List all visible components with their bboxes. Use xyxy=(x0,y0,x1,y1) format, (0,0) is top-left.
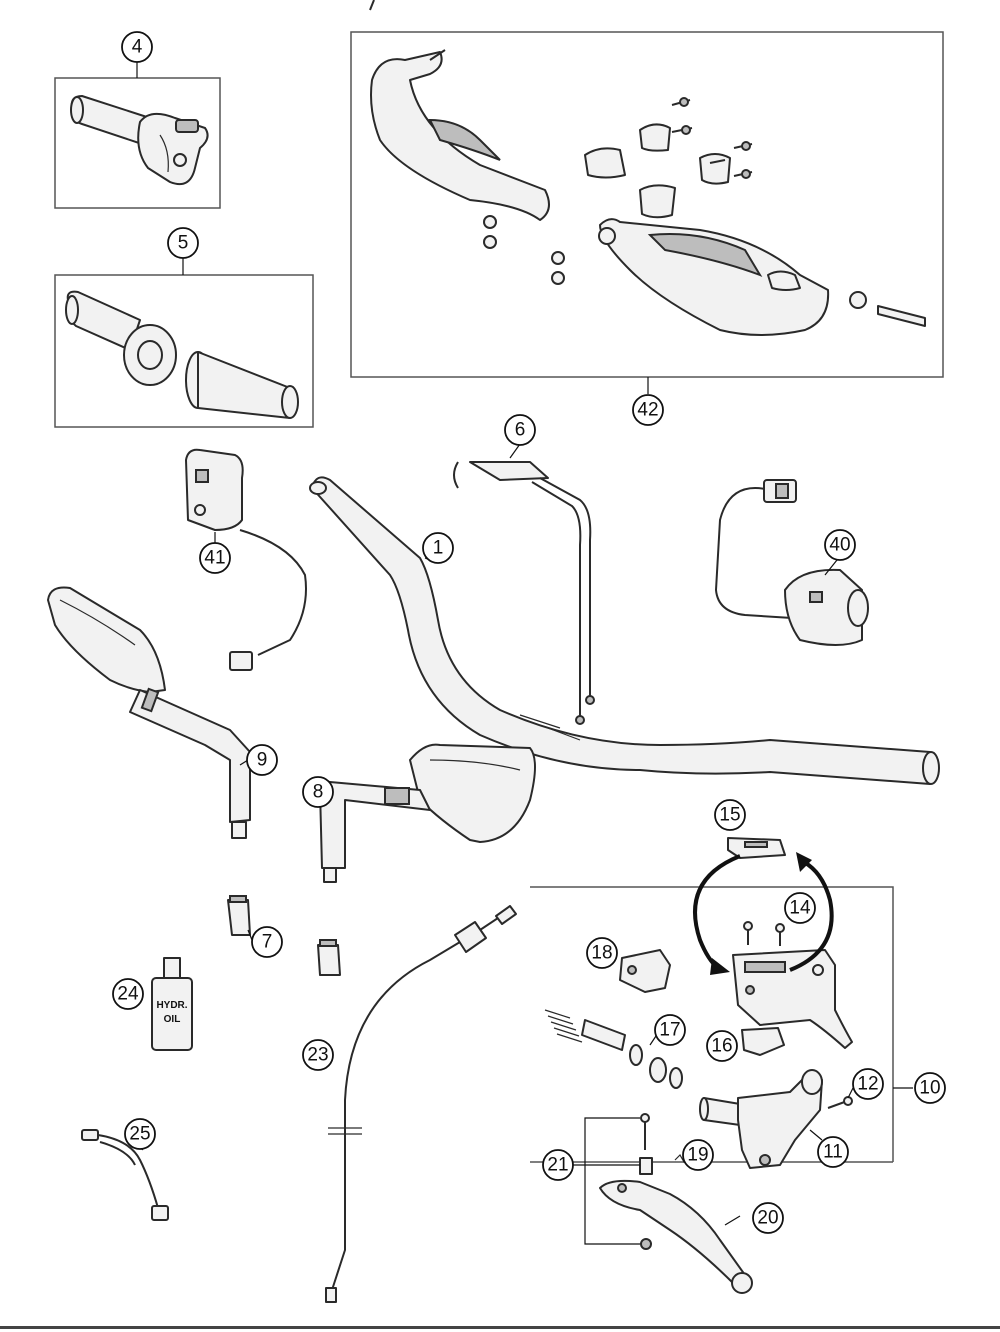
part-5-frame xyxy=(54,274,314,428)
callout-1: 1 xyxy=(422,532,454,564)
callout-40: 40 xyxy=(824,529,856,561)
callout-11-text: 11 xyxy=(823,1142,843,1163)
callout-24: 24 xyxy=(112,978,144,1010)
callout-14-text: 14 xyxy=(789,898,811,919)
callout-21: 21 xyxy=(542,1149,574,1181)
callout-11: 11 xyxy=(817,1136,849,1168)
part-5-grips-group xyxy=(54,258,314,428)
callout-12-text: 12 xyxy=(857,1074,878,1095)
callout-9-text: 9 xyxy=(257,750,268,771)
callout-40-text: 40 xyxy=(829,535,850,556)
part-42-handguard-group xyxy=(350,31,944,394)
part-42-bolts xyxy=(671,97,753,179)
callout-7: 7 xyxy=(251,926,283,958)
callout-18: 18 xyxy=(586,937,618,969)
callout-42-text: 42 xyxy=(637,400,658,421)
part-42-right-handguard xyxy=(598,218,830,336)
part-20-clutch-lever xyxy=(599,1179,753,1294)
callout-20-text: 20 xyxy=(757,1208,778,1229)
part-8-right-mirror xyxy=(319,743,536,883)
callout-5-text: 5 xyxy=(178,233,189,254)
callout-6-text: 6 xyxy=(515,420,526,441)
callout-6: 6 xyxy=(504,414,536,446)
part-4-throttle-grip xyxy=(70,95,209,186)
part-10-master-cylinder-assembly xyxy=(732,949,853,1049)
callout-10: 10 xyxy=(914,1072,946,1104)
callout-25: 25 xyxy=(124,1118,156,1150)
part-4-throttle-grip-group xyxy=(54,62,221,209)
part-11-lever-housing xyxy=(699,1069,823,1169)
callout-1-text: 1 xyxy=(433,538,444,559)
part-6-throttle-cables xyxy=(453,443,595,725)
callout-5: 5 xyxy=(167,227,199,259)
part-25-sensor-cable xyxy=(81,1129,169,1221)
part-21-pivot-bolt-bush-nut xyxy=(584,1113,653,1250)
callout-14: 14 xyxy=(784,892,816,924)
part-17-piston-and-seals xyxy=(544,1009,683,1089)
part-12-screw xyxy=(827,1096,853,1109)
part-42-left-handguard xyxy=(370,49,550,221)
callout-23: 23 xyxy=(302,1039,334,1071)
callout-7-text: 7 xyxy=(262,932,273,953)
exchange-arrow-right xyxy=(789,858,834,972)
part-14-screws xyxy=(743,921,785,946)
part-42-frame xyxy=(350,31,944,378)
part-1-handlebar xyxy=(309,476,940,785)
callout-41-text: 41 xyxy=(204,548,225,569)
callout-4-text: 4 xyxy=(132,37,143,58)
bottom-border xyxy=(0,1326,1000,1329)
arrow-head-right xyxy=(796,852,812,872)
callout-10-text: 10 xyxy=(919,1078,940,1099)
part-23-clutch-cable xyxy=(325,905,517,1303)
callout-20: 20 xyxy=(752,1202,784,1234)
callout-19: 19 xyxy=(682,1139,714,1171)
part-5-right-grip xyxy=(185,351,299,419)
callout-15: 15 xyxy=(714,799,746,831)
part-15-reservoir-cover xyxy=(727,837,786,859)
callout-8-text: 8 xyxy=(313,782,324,803)
part-16-bracket xyxy=(741,1027,785,1056)
part-9-left-mirror xyxy=(47,586,251,839)
arrow-head-left xyxy=(710,958,730,975)
part-42-nuts xyxy=(483,215,926,327)
callout-17-text: 17 xyxy=(659,1020,680,1041)
part-42-clamps xyxy=(584,123,731,219)
part-6-leader xyxy=(509,443,521,459)
callout-18-text: 18 xyxy=(591,943,612,964)
part-7-bar-ends xyxy=(227,895,341,976)
callout-17: 17 xyxy=(654,1014,686,1046)
callout-9: 9 xyxy=(246,744,278,776)
part-41-handlebar-switch xyxy=(185,448,307,671)
cropped-header-fragment xyxy=(369,0,375,11)
callout-19-text: 19 xyxy=(687,1145,708,1166)
part-10-clutch-master-cylinder-group xyxy=(530,837,913,1294)
callout-25-text: 25 xyxy=(129,1124,150,1145)
callout-41: 41 xyxy=(199,542,231,574)
part-24-hydraulic-oil-bottle: HYDR. OIL xyxy=(151,957,193,1051)
callout-24-text: 24 xyxy=(117,984,139,1005)
callout-23-text: 23 xyxy=(307,1045,328,1066)
part-18-cap xyxy=(619,949,671,993)
part-40-handlebar-switch xyxy=(714,479,869,646)
part-5-left-grip xyxy=(65,290,177,386)
callout-15-text: 15 xyxy=(719,805,740,826)
exchange-arrow-left xyxy=(693,854,741,970)
callout-42: 42 xyxy=(632,394,664,426)
callout-16: 16 xyxy=(706,1030,738,1062)
callout-12: 12 xyxy=(852,1068,884,1100)
callout-16-text: 16 xyxy=(711,1036,732,1057)
bottle-label-line1: HYDR. xyxy=(156,1000,187,1011)
callout-8: 8 xyxy=(302,776,334,808)
bottle-label-line2: OIL xyxy=(164,1014,181,1025)
callout-21-text: 21 xyxy=(547,1155,568,1176)
callout-4: 4 xyxy=(121,31,153,63)
